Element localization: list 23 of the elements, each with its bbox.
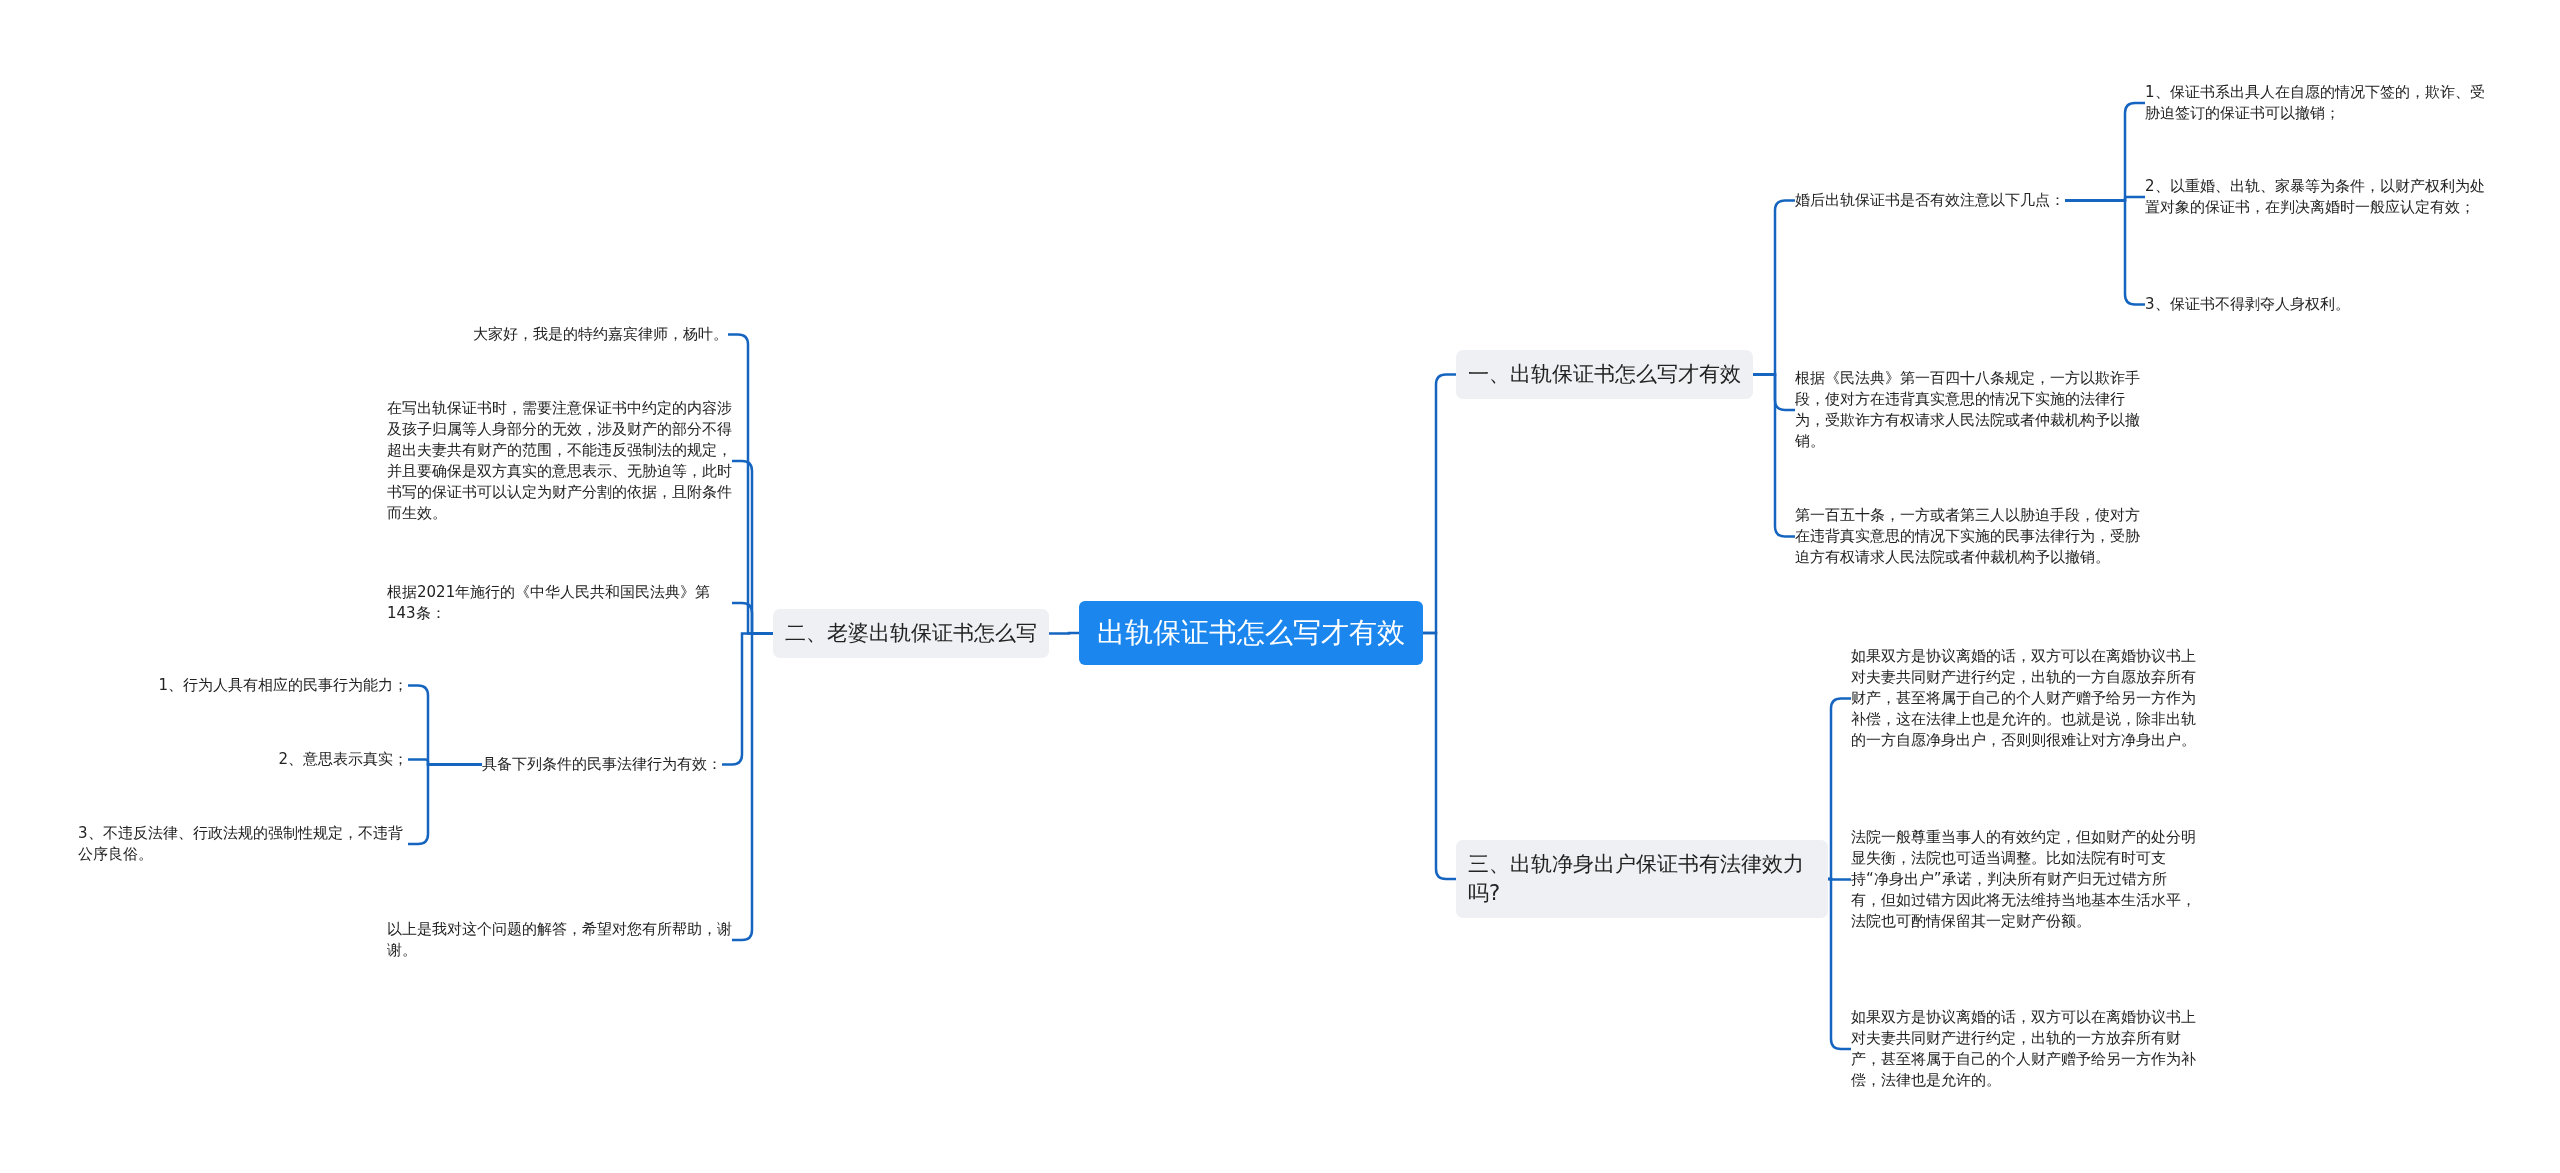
topic-box: 一、出轨保证书怎么写才有效: [1456, 350, 1753, 399]
subtopic-text: 根据《民法典》第一百四十八条规定，一方以欺诈手段，使对方在违背真实意思的情况下实施的法律行为，受欺诈方有权请求人民法院或者仲裁机构予以撤销。: [1795, 368, 2140, 452]
subtopic-text: 婚后出轨保证书是否有效注意以下几点：: [1795, 190, 2065, 211]
subtopic-text: 3、不违反法律、行政法规的强制性规定，不违背公序良俗。: [78, 823, 408, 865]
subtopic-text: 1、行为人具有相应的民事行为能力；: [158, 675, 408, 696]
subtopic-text: 以上是我对这个问题的解答，希望对您有所帮助，谢谢。: [387, 919, 732, 961]
central-topic: 出轨保证书怎么写才有效: [1079, 601, 1423, 665]
subtopic-text: 1、保证书系出具人在自愿的情况下签的，欺诈、受胁迫签订的保证书可以撤销；: [2145, 82, 2495, 124]
subtopic-text: 如果双方是协议离婚的话，双方可以在离婚协议书上对夫妻共同财产进行约定，出轨的一方自愿放弃所有财产，甚至将属于自己的个人财产赠予给另一方作为补偿，这在法律上也是允许的。也就是说，除非出轨的一方自愿净身出户，否则则很难让对方净身出户。: [1851, 646, 2196, 751]
subtopic-text: 3、保证书不得剥夺人身权利。: [2145, 294, 2350, 315]
subtopic-text: 在写出轨保证书时，需要注意保证书中约定的内容涉及孩子归属等人身部分的无效，涉及财产的部分不得超出夫妻共有财产的范围，不能违反强制法的规定，并且要确保是双方真实的意思表示、无胁迫等，此时书写的保证书可以认定为财产分割的依据，且附条件而生效。: [387, 398, 732, 524]
connector-line: [1423, 631, 1456, 881]
subtopic-text: 具备下列条件的民事法律行为有效：: [482, 754, 722, 775]
topic-box: 三、出轨净身出户保证书有法律效力吗?: [1456, 840, 1828, 918]
subtopic-text: 2、意思表示真实；: [278, 749, 408, 770]
subtopic-text: 第一百五十条，一方或者第三人以胁迫手段，使对方在违背真实意思的情况下实施的民事法律行为，受胁迫方有权请求人民法院或者仲裁机构予以撤销。: [1795, 505, 2140, 568]
subtopic-text: 如果双方是协议离婚的话，双方可以在离婚协议书上对夫妻共同财产进行约定，出轨的一方放弃所有财产，甚至将属于自己的个人财产赠予给另一方作为补偿，法律也是允许的。: [1851, 1007, 2196, 1091]
subtopic-text: 2、以重婚、出轨、家暴等为条件，以财产权利为处置对象的保证书，在判决离婚时一般应认定有效；: [2145, 176, 2495, 218]
subtopic-text: 大家好，我是的特约嘉宾律师，杨叶。: [473, 324, 728, 345]
subtopic-text: 法院一般尊重当事人的有效约定，但如财产的处分明显失衡，法院也可适当调整。比如法院有时可支持“净身出户”承诺，判决所有财产归无过错方所有，但如过错方因此将无法维持当地基本生活水平，法院也可酌情保留其一定财产份额。: [1851, 827, 2196, 932]
connector-line: [1049, 631, 1079, 635]
topic-box: 二、老婆出轨保证书怎么写: [773, 609, 1049, 658]
subtopic-text: 根据2021年施行的《中华人民共和国民法典》第143条：: [387, 582, 732, 624]
